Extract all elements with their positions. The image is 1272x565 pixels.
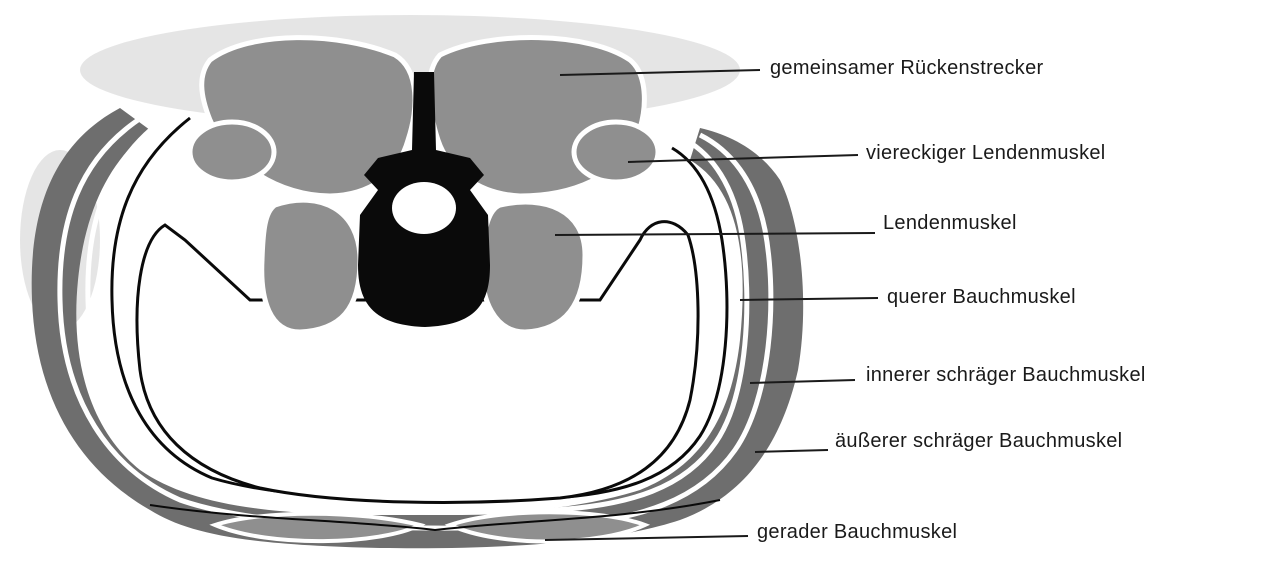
label-transversus: querer Bauchmuskel [887,287,1076,307]
label-quadratus: viereckiger Lendenmuskel [866,143,1106,163]
quadratus-left [190,122,274,182]
label-erector: gemeinsamer Rückenstrecker [770,58,1043,78]
label-psoas: Lendenmuskel [883,213,1017,233]
label-external-oblique: äußerer schräger Bauchmuskel [835,431,1122,451]
quadratus-right [574,122,658,182]
psoas-right [482,202,585,332]
label-rectus: gerader Bauchmuskel [757,522,957,542]
psoas-left [262,200,360,332]
leader-psoas [555,233,875,235]
label-internal-oblique: innerer schräger Bauchmuskel [866,365,1146,385]
spinal-canal [392,182,456,234]
